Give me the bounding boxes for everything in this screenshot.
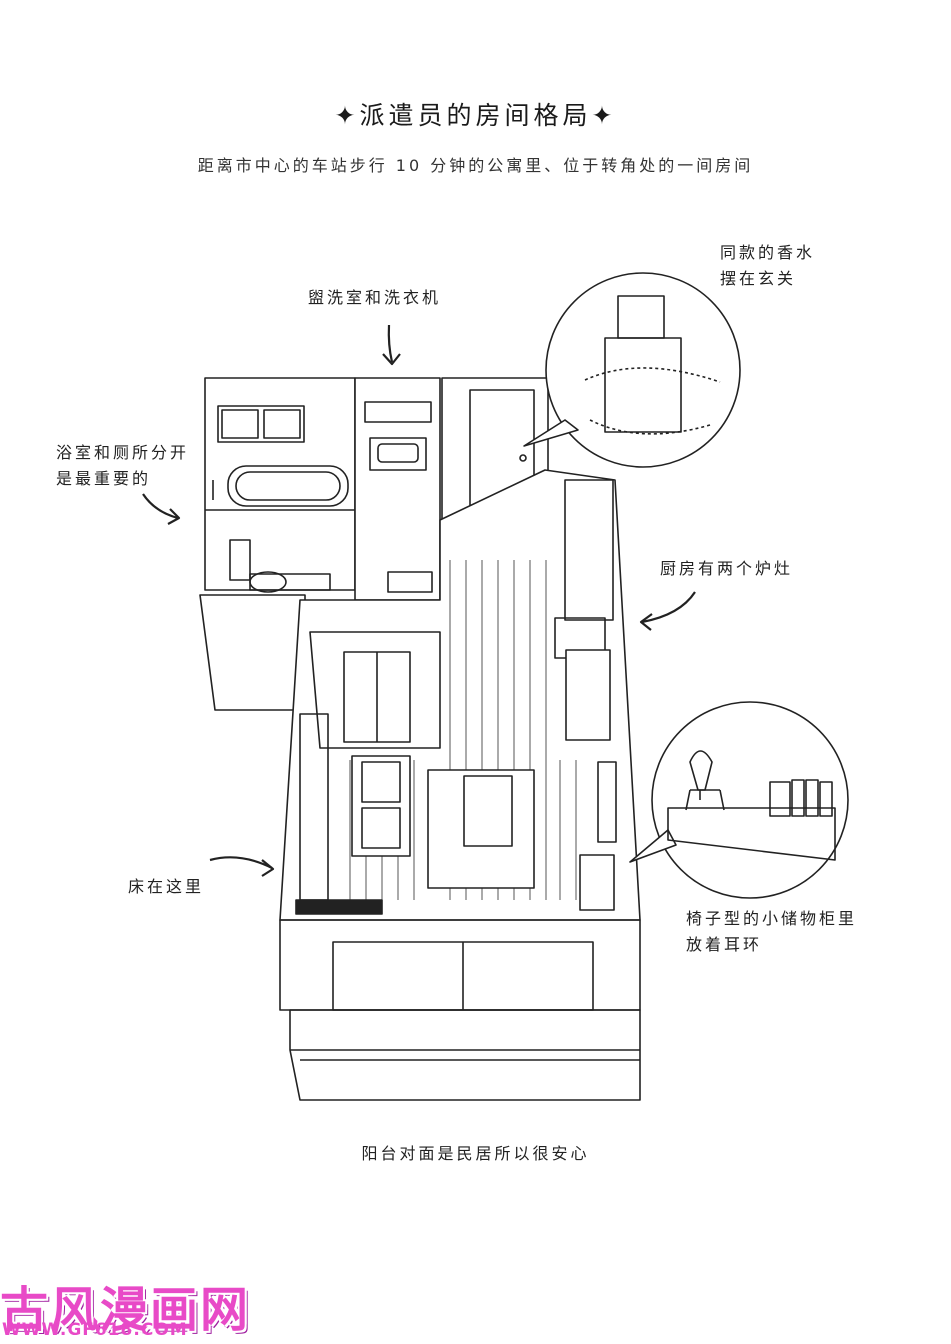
annotation-arrows (142, 324, 696, 877)
bathroom-block (199, 377, 356, 711)
perfume-note-line: 摆在玄关 (720, 269, 797, 288)
watermark-logo: 古风漫画网 (0, 1282, 251, 1338)
main-room (279, 469, 641, 1101)
perfume-note: 同款的香水 摆在玄关 (720, 240, 815, 292)
bed-note: 床在这里 (128, 877, 205, 896)
bath-note-line: 浴室和厕所分开 (56, 443, 190, 462)
watermark-url: WWW.GF618.COM (2, 1320, 188, 1340)
bath-note: 浴室和厕所分开 是最重要的 (56, 440, 189, 492)
bath-note-line: 是最重要的 (56, 469, 152, 488)
storage-note-line: 椅子型的小储物柜里 (686, 909, 858, 928)
page-subtitle: 距离市中心的车站步行 10 分钟的公寓里、位于转角处的一间房间 (197, 156, 754, 175)
storage-note-line: 放着耳环 (686, 935, 763, 954)
perfume-note-line: 同款的香水 (720, 243, 816, 262)
washroom-block (354, 377, 441, 601)
balcony-note: 阳台对面是民居所以很安心 (361, 1144, 590, 1163)
kitchen-note: 厨房有两个炉灶 (660, 559, 794, 578)
storage-note: 椅子型的小储物柜里 放着耳环 (686, 906, 857, 958)
storage-bubble (629, 701, 849, 899)
washroom-note: 盥洗室和洗衣机 (308, 288, 442, 307)
page-title: ✦派遣员的房间格局✦ (334, 101, 617, 130)
perfume-bubble (523, 272, 741, 468)
